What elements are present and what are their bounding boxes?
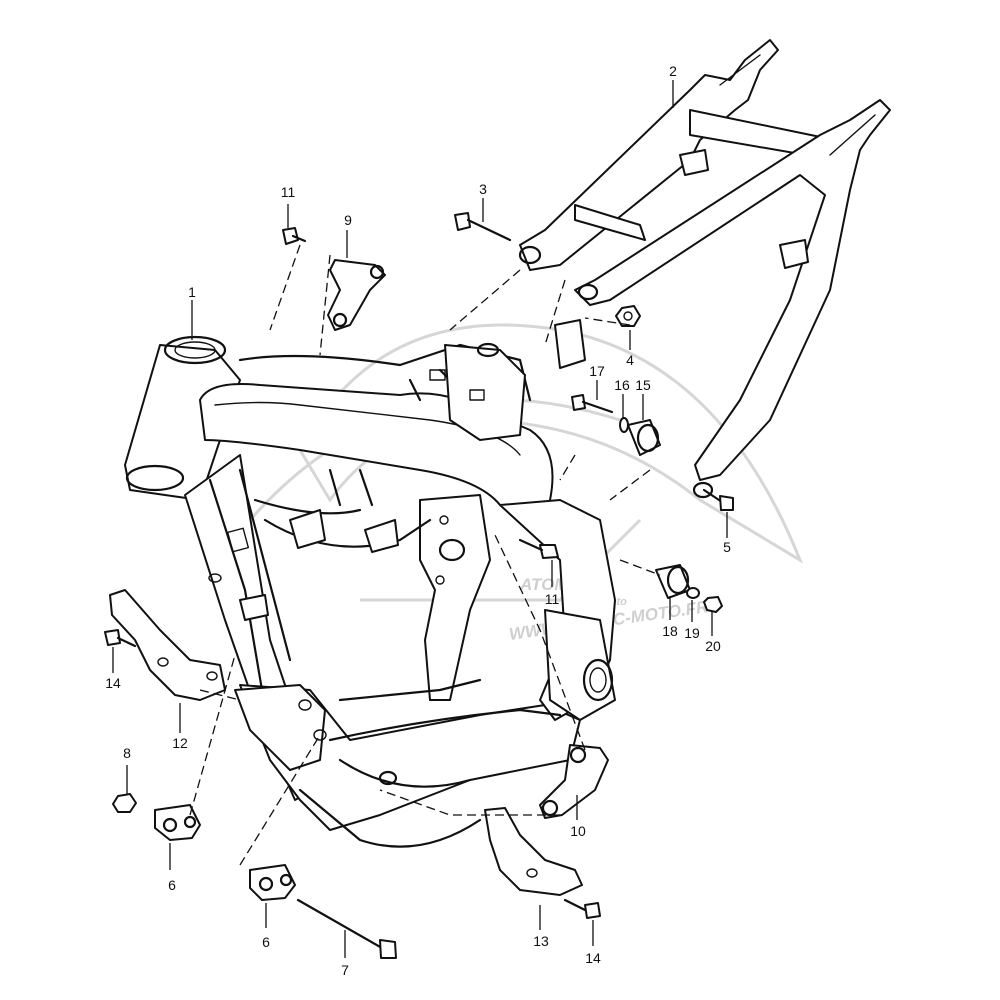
bolt-11-lower: [518, 538, 559, 559]
callout-16: 16: [614, 377, 630, 393]
frame-guard-12: [109, 589, 226, 701]
callout-20: 20: [705, 638, 721, 654]
callout-5: 5: [723, 539, 731, 555]
through-bolt-7: [296, 898, 397, 959]
callout-labels: 1 2 3 4 5 6 6 7 8 9 10 11 11 12 13 14 14…: [105, 63, 731, 978]
callout-4: 4: [626, 352, 634, 368]
engine-mount-bracket-10: [539, 744, 609, 819]
bolt-14-left: [104, 629, 137, 648]
callout-15: 15: [635, 377, 651, 393]
nut-20: [703, 596, 723, 613]
bolt-17: [571, 394, 614, 414]
callout-14-right: 14: [585, 950, 601, 966]
callout-leaders: [112, 80, 728, 958]
callout-6-lower: 6: [262, 934, 270, 950]
bushing-15: [627, 419, 661, 456]
callout-18: 18: [662, 623, 678, 639]
bolt-3: [454, 212, 512, 242]
nut-4: [615, 305, 641, 327]
engine-mount-6-lower: [249, 864, 296, 901]
washer-19: [686, 587, 700, 599]
bolt-5: [702, 488, 734, 511]
callout-11-lower: 11: [545, 591, 560, 607]
callout-2: 2: [669, 63, 677, 79]
bushing-18: [655, 564, 691, 599]
main-frame: [124, 335, 616, 848]
callout-19: 19: [684, 625, 700, 641]
callout-3: 3: [479, 181, 487, 197]
callout-11-upper: 11: [281, 184, 296, 200]
rear-subframe: [518, 39, 891, 499]
callout-9: 9: [344, 212, 352, 228]
engine-mount-6-upper: [154, 804, 201, 841]
washer-16: [619, 417, 629, 433]
callout-17: 17: [589, 363, 605, 379]
bolt-14-right: [563, 898, 601, 919]
callout-6-upper: 6: [168, 877, 176, 893]
callout-7: 7: [341, 962, 349, 978]
callout-1: 1: [188, 284, 196, 300]
frame-guard-13: [484, 807, 583, 896]
callout-12: 12: [172, 735, 188, 751]
nut-8: [112, 793, 137, 813]
engine-mount-bracket-9: [327, 259, 386, 331]
callout-13: 13: [533, 933, 549, 949]
bolt-11-upper: [282, 227, 307, 245]
callout-14-left: 14: [105, 675, 121, 691]
assembly-lines: [189, 244, 661, 866]
callout-8: 8: [123, 745, 131, 761]
callout-10: 10: [570, 823, 586, 839]
